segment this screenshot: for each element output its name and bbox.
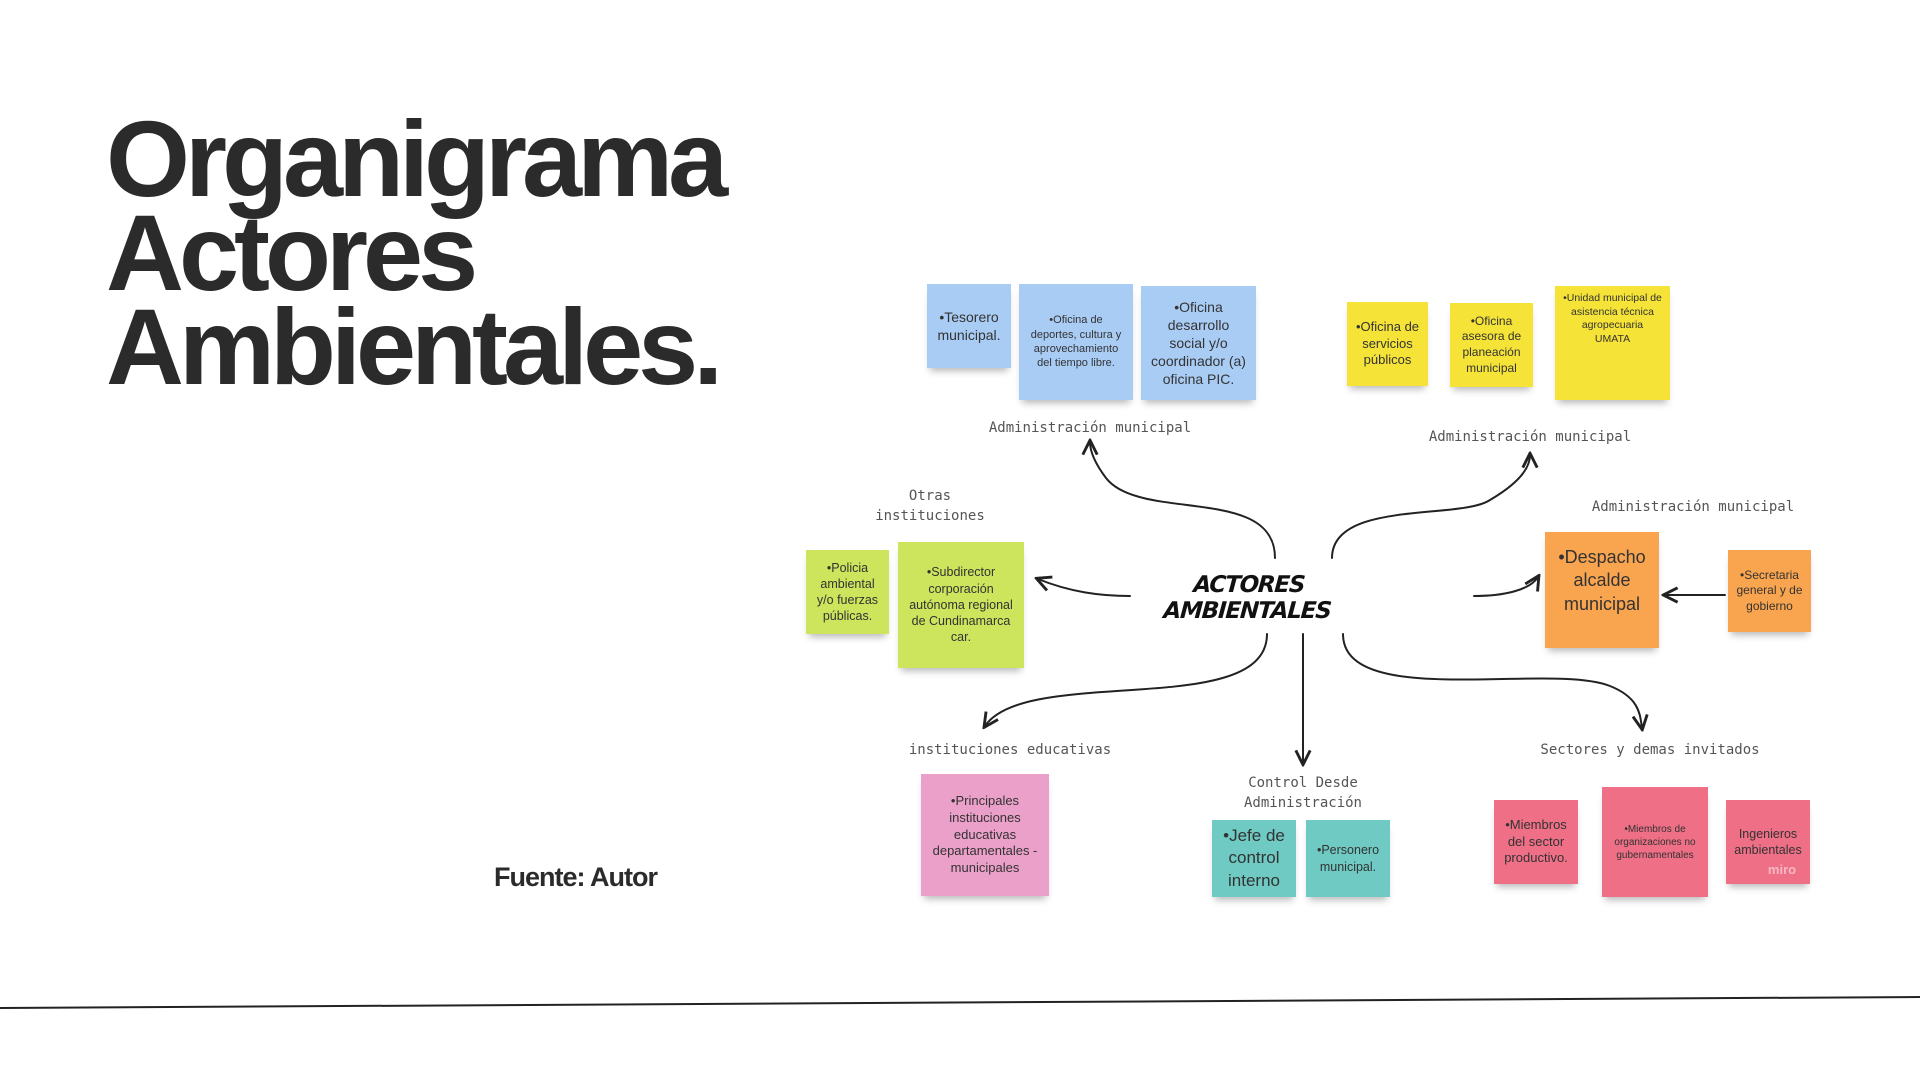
note-miembros-organizaciones: •Miembros de organizaciones no gubername… xyxy=(1602,787,1708,897)
note-oficina-desarrollo: •Oficina desarrollo social y/o coordinad… xyxy=(1141,286,1256,400)
note-oficina-deportes: •Oficina de deportes, cultura y aprovech… xyxy=(1019,284,1133,400)
note-policia-ambiental: •Policia ambiental y/o fuerzas públicas. xyxy=(806,550,889,634)
arrow-to-sectores xyxy=(1342,633,1642,728)
miro-watermark: miro xyxy=(1767,862,1797,877)
note-despacho-alcalde: •Despacho alcalde municipal xyxy=(1545,532,1659,648)
note-jefe-control: •Jefe de control interno xyxy=(1212,820,1296,897)
note-miembros-sector-productivo: •Miembros del sector productivo. xyxy=(1494,800,1578,884)
label-admin-top-left: Administración municipal xyxy=(988,420,1192,436)
label-control-administracion: Control Desde Administración xyxy=(1243,775,1362,811)
label-admin-right: Administración municipal xyxy=(1591,499,1795,515)
organigram-diagram: ACTORES AMBIENTALES Administración munic… xyxy=(780,270,1920,910)
slide-title: Organigrama Actores Ambientales. xyxy=(106,98,728,407)
arrow-to-admin-top-right xyxy=(1331,455,1530,559)
label-instituciones-educativas: instituciones educativas xyxy=(908,742,1112,758)
arrow-to-admin-top-left xyxy=(1090,442,1276,559)
bottom-divider-line xyxy=(0,996,1920,1009)
title-line-3: Ambientales. xyxy=(106,286,723,407)
note-secretaria-general: •Secretaria general y de gobierno xyxy=(1728,550,1811,632)
center-node-title: ACTORES AMBIENTALES xyxy=(1162,572,1332,624)
note-tesorero: •Tesorero municipal. xyxy=(927,284,1011,368)
arrow-to-despacho xyxy=(1473,577,1538,597)
arrow-to-otras xyxy=(1038,579,1131,597)
label-otras-instituciones: Otras instituciones xyxy=(875,488,985,524)
source-caption: Fuente: Autor xyxy=(494,862,658,892)
arrow-to-educativas xyxy=(985,633,1268,726)
note-personero: •Personero municipal. xyxy=(1306,820,1390,897)
note-oficina-asesora: •Oficina asesora de planeación municipal xyxy=(1450,303,1533,387)
note-servicios-publicos: •Oficina de servicios públicos xyxy=(1347,302,1428,386)
label-sectores-invitados: Sectores y demas invitados xyxy=(1540,742,1760,758)
label-admin-top-right: Administración municipal xyxy=(1428,429,1632,445)
connector-arrows xyxy=(780,270,1726,910)
title-line-1: Organigrama xyxy=(106,98,728,219)
note-subdirector-car: •Subdirector corporación autónoma region… xyxy=(898,542,1024,668)
note-ingenieros-ambientales: Ingenieros ambientales xyxy=(1726,800,1810,884)
note-principales-instituciones: •Principales instituciones educativas de… xyxy=(921,774,1049,896)
note-umata: •Unidad municipal de asistencia técnica … xyxy=(1555,286,1670,400)
title-line-2: Actores xyxy=(106,192,478,313)
